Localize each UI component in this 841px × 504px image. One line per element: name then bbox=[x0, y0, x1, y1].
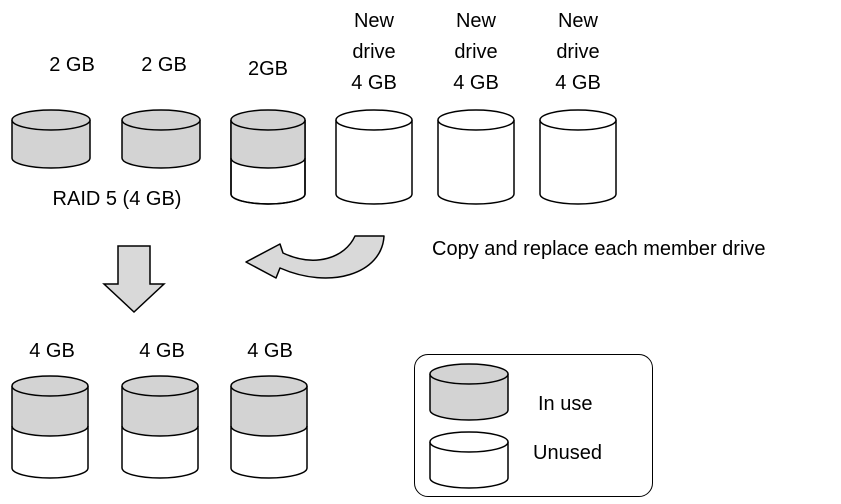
top-drive-3-capacity: 2GB bbox=[247, 58, 289, 80]
copy-replace-arrow-icon bbox=[245, 235, 385, 279]
new-drive-5-line2: drive bbox=[454, 41, 498, 63]
drive-2gb-partial bbox=[230, 109, 306, 205]
down-arrow-icon bbox=[102, 245, 166, 314]
new-drive-4-line1: New bbox=[353, 10, 394, 32]
new-drive-5-line1: New bbox=[455, 10, 496, 32]
top-drive-2-capacity: 2 GB bbox=[141, 54, 187, 76]
new-drive-4gb-3 bbox=[539, 109, 617, 205]
top-drive-1-capacity: 2 GB bbox=[49, 54, 95, 76]
new-drive-6-capacity: 4 GB bbox=[555, 72, 601, 94]
result-drive-4gb-3 bbox=[230, 375, 308, 479]
bottom-drive-1-capacity: 4 GB bbox=[29, 340, 75, 362]
new-drive-4gb-2 bbox=[437, 109, 515, 205]
result-drive-4gb-1 bbox=[11, 375, 89, 479]
copy-replace-label: Copy and replace each member drive bbox=[432, 238, 766, 260]
new-drive-6-line1: New bbox=[557, 10, 598, 32]
legend bbox=[414, 354, 653, 497]
legend-unused-swatch bbox=[429, 431, 509, 489]
legend-in-use-label: In use bbox=[538, 393, 593, 415]
bottom-drive-3-capacity: 4 GB bbox=[247, 340, 293, 362]
new-drive-4gb-1 bbox=[335, 109, 413, 205]
raid-5-label: RAID 5 (4 GB) bbox=[52, 188, 182, 210]
drive-2gb-1 bbox=[11, 109, 91, 169]
result-drive-4gb-2 bbox=[121, 375, 199, 479]
new-drive-4-capacity: 4 GB bbox=[351, 72, 397, 94]
legend-in-use-swatch bbox=[429, 363, 509, 421]
new-drive-5-capacity: 4 GB bbox=[453, 72, 499, 94]
new-drive-4-line2: drive bbox=[352, 41, 396, 63]
legend-unused-label: Unused bbox=[533, 442, 602, 464]
new-drive-6-line2: drive bbox=[556, 41, 600, 63]
drive-2gb-2 bbox=[121, 109, 201, 169]
bottom-drive-2-capacity: 4 GB bbox=[139, 340, 185, 362]
